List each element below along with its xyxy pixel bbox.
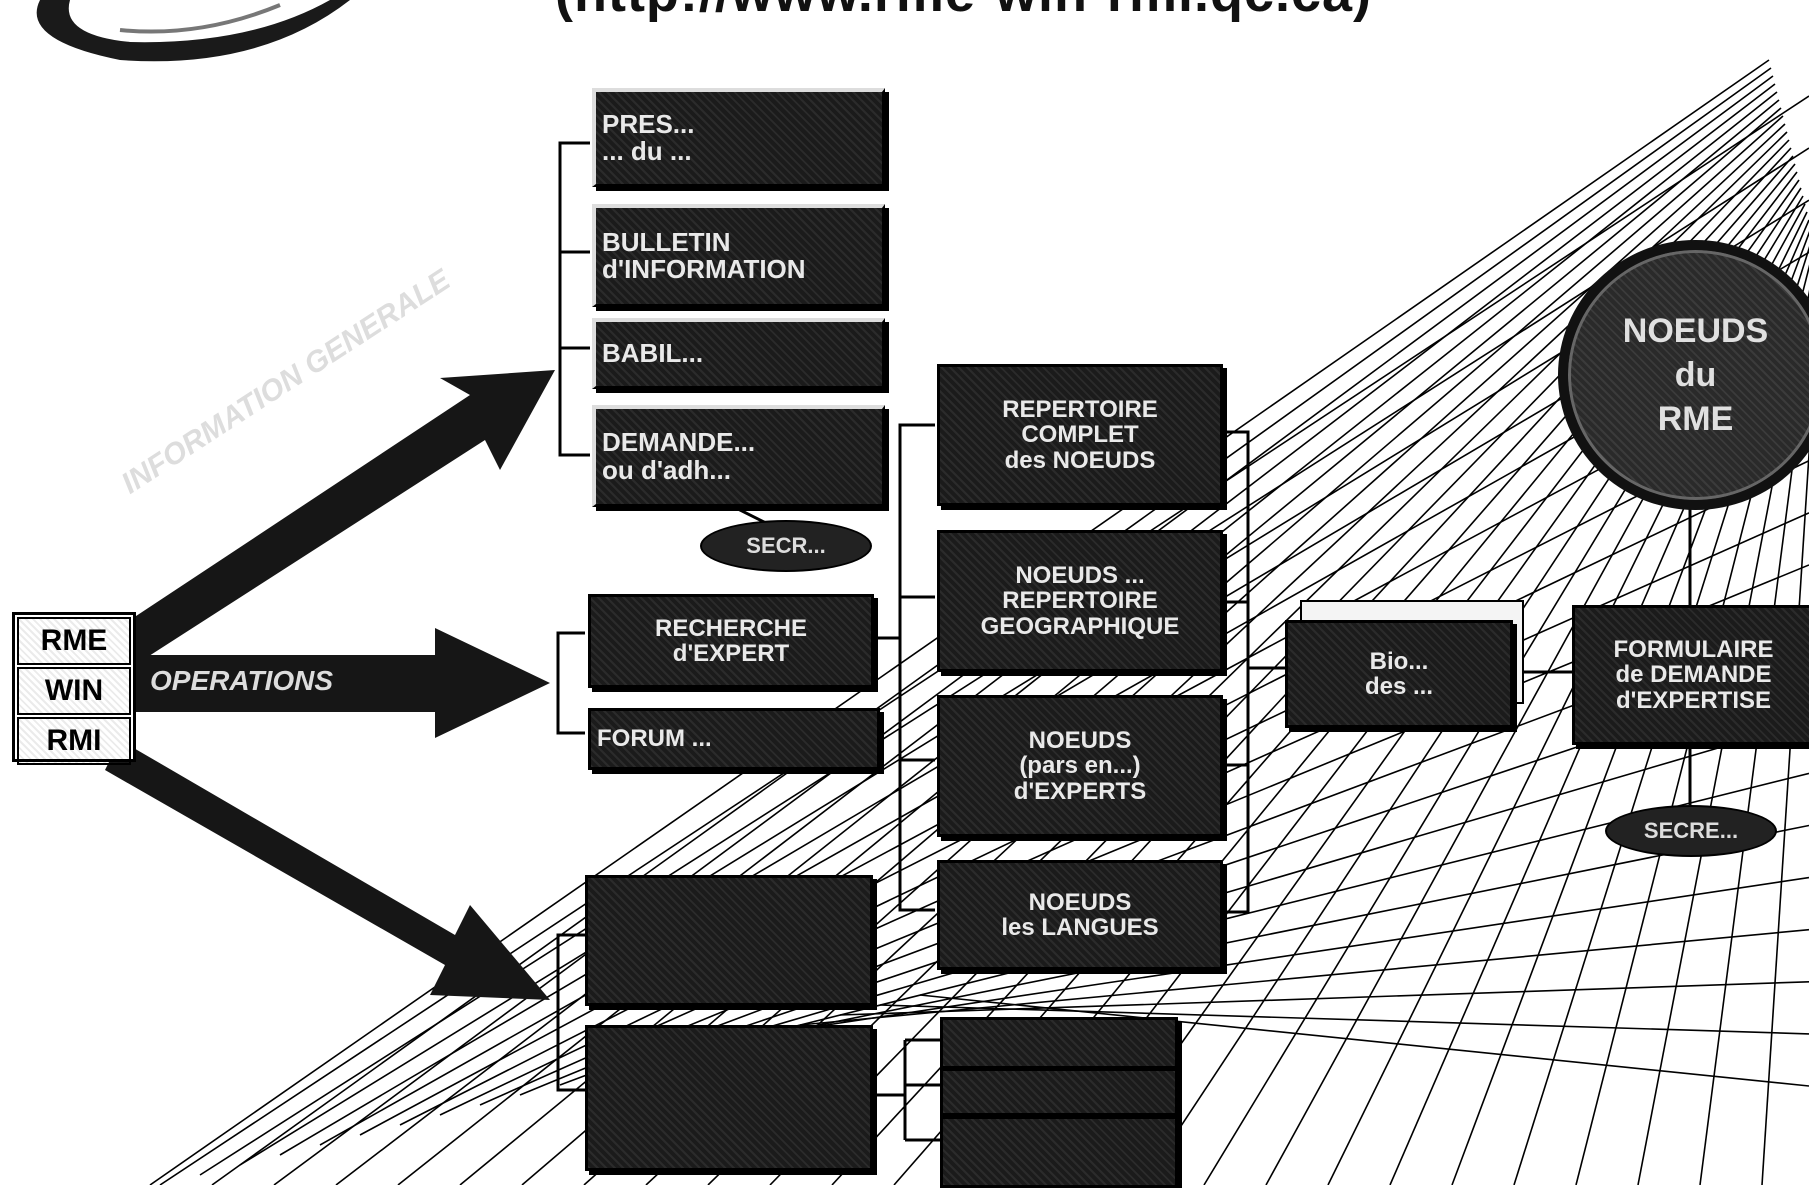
connectors bbox=[556, 141, 1699, 1142]
box-lower-1[interactable] bbox=[585, 875, 873, 1006]
ellipse-secret-right[interactable]: SECRE... bbox=[1605, 805, 1777, 857]
arrow-information bbox=[118, 370, 555, 665]
logo-swoosh bbox=[36, 0, 351, 62]
box-noeuds-geo[interactable]: NOEUDS ... REPERTOIRE GEOGRAPHIQUE bbox=[937, 530, 1223, 672]
hub-rmi: RMI bbox=[17, 717, 131, 765]
box-bulletin[interactable]: BULLETIN d'INFORMATION bbox=[592, 204, 885, 307]
box-noeuds-experts[interactable]: NOEUDS (pars en...) d'EXPERTS bbox=[937, 695, 1223, 837]
box-lower-right-2[interactable] bbox=[940, 1068, 1178, 1116]
box-recherche-expert[interactable]: RECHERCHE d'EXPERT bbox=[588, 594, 874, 688]
box-noeuds-langues[interactable]: NOEUDS les LANGUES bbox=[937, 860, 1223, 970]
box-forum[interactable]: FORUM ... bbox=[588, 708, 880, 770]
box-repertoire-complet[interactable]: REPERTOIRE COMPLET des NOEUDS bbox=[937, 364, 1223, 506]
box-lower-right-1[interactable] bbox=[940, 1017, 1178, 1069]
circle-noeuds-rme[interactable]: NOEUDS du RME bbox=[1558, 240, 1809, 510]
ellipse-secret-top[interactable]: SECR... bbox=[700, 520, 872, 572]
arrow-lower bbox=[105, 740, 550, 1000]
box-formulaire[interactable]: FORMULAIRE de DEMANDE d'EXPERTISE bbox=[1572, 605, 1809, 745]
arrow-label-operations: OPERATIONS bbox=[150, 665, 334, 696]
box-presentation[interactable]: PRES... ... du ... bbox=[592, 88, 885, 187]
box-demande[interactable]: DEMANDE... ou d'adh... bbox=[592, 405, 885, 507]
arrow-operations bbox=[132, 628, 550, 738]
box-lower-right-3[interactable] bbox=[940, 1116, 1178, 1188]
hub-rme: RME bbox=[17, 617, 131, 665]
hub-win: WIN bbox=[17, 667, 131, 715]
hub-stack: RME WIN RMI bbox=[12, 612, 136, 765]
box-bio[interactable]: Bio... des ... bbox=[1285, 620, 1513, 728]
box-lower-2[interactable] bbox=[585, 1025, 873, 1171]
url-title: (http://www.rme-win-rmi.qc.ca) bbox=[555, 0, 1372, 24]
box-babil[interactable]: BABIL... bbox=[592, 318, 885, 389]
